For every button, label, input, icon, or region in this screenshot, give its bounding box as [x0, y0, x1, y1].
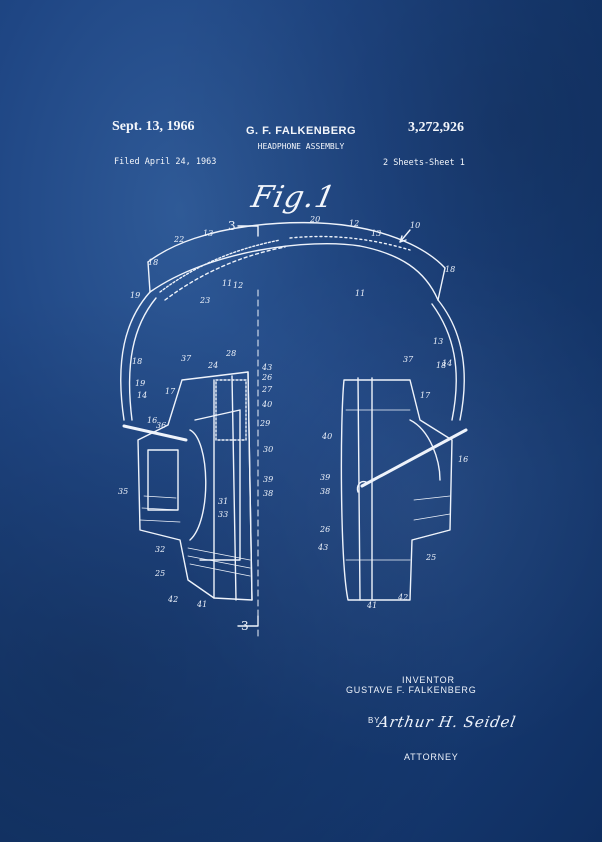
ref-numeral: 13 — [371, 229, 381, 238]
ref-numeral: 18 — [148, 258, 158, 267]
ref-numeral: 38 — [263, 489, 273, 498]
ref-numeral: 23 — [199, 296, 210, 305]
patent-number: 3,272,926 — [408, 120, 464, 135]
ref-numeral: 33 — [218, 510, 228, 519]
ref-numeral: 13 — [203, 229, 213, 238]
inventor-label: INVENTOR — [402, 675, 455, 685]
ref-numeral: 27 — [261, 385, 273, 394]
ref-numeral: 14 — [442, 359, 452, 368]
patent-date: Sept. 13, 1966 — [112, 119, 195, 134]
ref-numeral: 16 — [147, 416, 157, 425]
section-line-bottom — [237, 615, 259, 627]
section-line-top — [237, 225, 259, 237]
sheet-count: 2 Sheets-Sheet 1 — [383, 158, 465, 168]
ref-numeral: 11 — [222, 279, 232, 288]
ref-numeral: 31 — [218, 497, 228, 506]
ref-numeral: 19 — [130, 291, 140, 300]
headband-outer — [147, 221, 446, 269]
ref-numeral: 18 — [132, 357, 142, 366]
ref-numeral: 16 — [458, 455, 468, 464]
ref-numeral: 35 — [118, 487, 128, 496]
ref-numeral: 37 — [403, 355, 414, 364]
ref-numeral: 41 — [366, 601, 377, 610]
ref-numeral: 20 — [309, 215, 320, 224]
ref-numeral: 28 — [225, 349, 236, 358]
ref-numeral: 24 — [207, 361, 218, 370]
ref-numeral: 40 — [261, 400, 272, 409]
attorney-signature: Arthur H. Seidel — [376, 713, 518, 731]
ref-numeral: 40 — [321, 432, 332, 441]
ref-numeral: 18 — [436, 361, 446, 370]
attorney-label: ATTORNEY — [404, 752, 459, 762]
patent-inventor: G. F. FALKENBERG — [245, 125, 357, 137]
patent-title: HEADPHONE ASSEMBLY — [257, 142, 345, 151]
left-ear-cup — [122, 371, 253, 601]
ref-numeral: 10 — [410, 221, 420, 230]
ref-numeral: 17 — [165, 387, 176, 396]
ref-numeral: 43 — [317, 543, 328, 552]
ref-numeral: 39 — [320, 473, 330, 482]
ref-numeral: 36 — [156, 421, 166, 430]
by-label: BY — [368, 716, 381, 725]
ref-numeral: 26 — [261, 373, 272, 382]
ref-numeral: 39 — [263, 475, 273, 484]
ref-numeral: 37 — [181, 354, 192, 363]
ref-numeral: 11 — [355, 289, 365, 298]
ref-numeral: 25 — [425, 553, 436, 562]
ref-numeral: 43 — [261, 363, 272, 372]
section-label-bottom: 3 — [241, 619, 249, 633]
ref-numeral: 12 — [233, 281, 243, 290]
ref-numeral: 13 — [433, 337, 443, 346]
ref-numeral: 42 — [397, 593, 408, 602]
ref-numeral: 38 — [320, 487, 330, 496]
ref-numeral: 19 — [135, 379, 145, 388]
ref-numeral: 41 — [196, 600, 207, 609]
ref-numeral: 14 — [137, 391, 147, 400]
ref-numeral: 25 — [154, 569, 165, 578]
ref-numeral: 12 — [349, 219, 359, 228]
ref-numeral: 17 — [420, 391, 431, 400]
ref-numeral: 29 — [259, 419, 270, 428]
ref-numeral: 18 — [445, 265, 455, 274]
ref-numeral: 26 — [319, 525, 330, 534]
section-label-top: 3 — [228, 219, 236, 233]
ref-numeral: 32 — [155, 545, 165, 554]
inventor-name: GUSTAVE F. FALKENBERG — [346, 685, 477, 695]
ref-numeral: 42 — [167, 595, 178, 604]
right-ear-cup — [340, 377, 468, 601]
filed-date: Filed April 24, 1963 — [114, 157, 217, 167]
ref-numeral: 22 — [173, 235, 184, 244]
ref-numeral: 30 — [263, 445, 273, 454]
